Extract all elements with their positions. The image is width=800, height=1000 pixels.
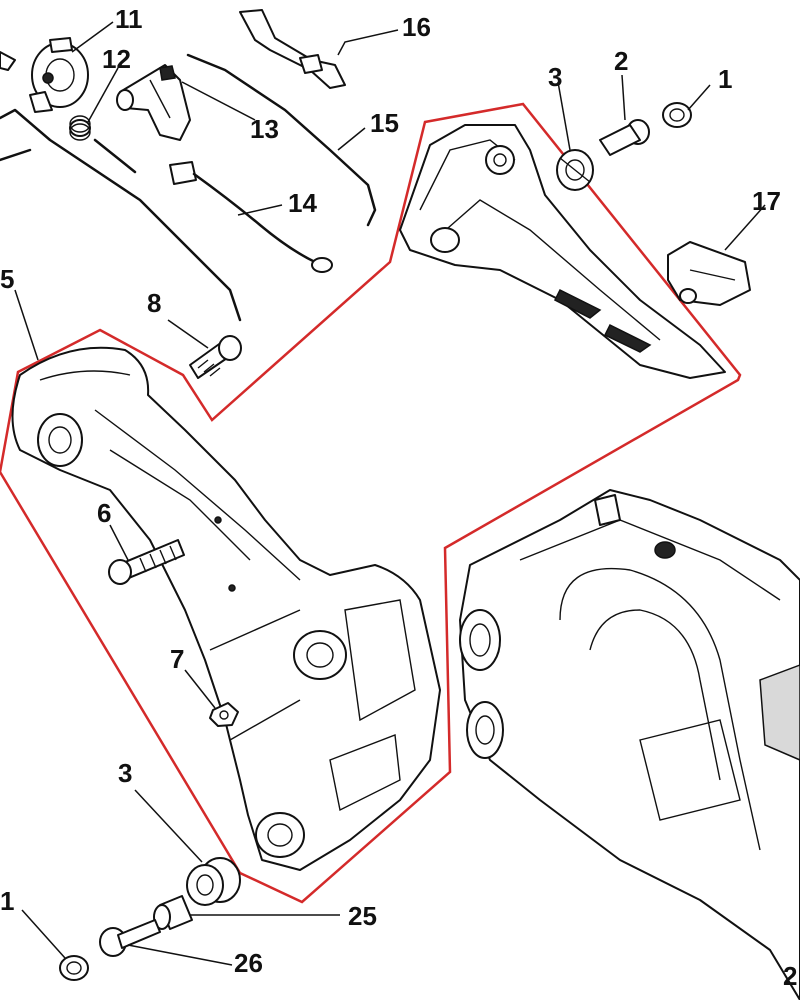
callout-2-corner: 2 (783, 961, 797, 991)
callout-12: 12 (102, 44, 131, 74)
callout-7: 7 (170, 644, 184, 674)
part-8-bolt (189, 335, 242, 379)
part-13-lever (116, 64, 191, 141)
part-25-sleeve (153, 895, 193, 930)
callout-8: 8 (147, 288, 161, 318)
callout-25: 25 (348, 901, 377, 931)
callout-1-top: 1 (718, 64, 732, 94)
callout-6: 6 (97, 498, 111, 528)
callout-5: 5 (0, 264, 14, 294)
part-6-bolt (108, 539, 185, 585)
upper-handle-cover (399, 124, 726, 379)
part-12-spring (69, 115, 91, 141)
callout-3-bottom: 3 (118, 758, 132, 788)
part-3-mount-bottom (186, 857, 241, 906)
part-1-grommet-top (662, 102, 692, 128)
callout-11: 11 (115, 4, 143, 34)
callout-2-top: 2 (614, 46, 628, 76)
callout-3-top: 3 (548, 62, 562, 92)
callout-16: 16 (402, 12, 431, 42)
crankcase (459, 489, 800, 1000)
callout-13: 13 (250, 114, 279, 144)
rod-fragment (0, 148, 32, 162)
rod-fragment-2 (93, 138, 137, 174)
part-2-screw-top (599, 119, 650, 156)
part-15-rod (186, 53, 377, 227)
callout-26: 26 (234, 948, 263, 978)
part-26-screw (99, 919, 161, 957)
part-11-rotor (29, 37, 89, 113)
assembly-outline (0, 102, 742, 904)
callout-14: 14 (288, 188, 317, 218)
leader-lines (14, 21, 766, 966)
callout-17: 17 (752, 186, 781, 216)
part-3-mount-top (556, 149, 594, 191)
bracket-fragment (0, 51, 16, 71)
callout-1-bottom: 1 (0, 886, 14, 916)
part-14-ground-wire (169, 161, 333, 273)
throttle-rod (0, 108, 242, 322)
part-16-clip (239, 9, 346, 89)
part-1-grommet-bottom (59, 955, 89, 981)
handle-housing (11, 346, 441, 871)
callout-15: 15 (370, 108, 399, 138)
part-7-nut (209, 702, 239, 727)
part-17-bracket (667, 241, 751, 306)
